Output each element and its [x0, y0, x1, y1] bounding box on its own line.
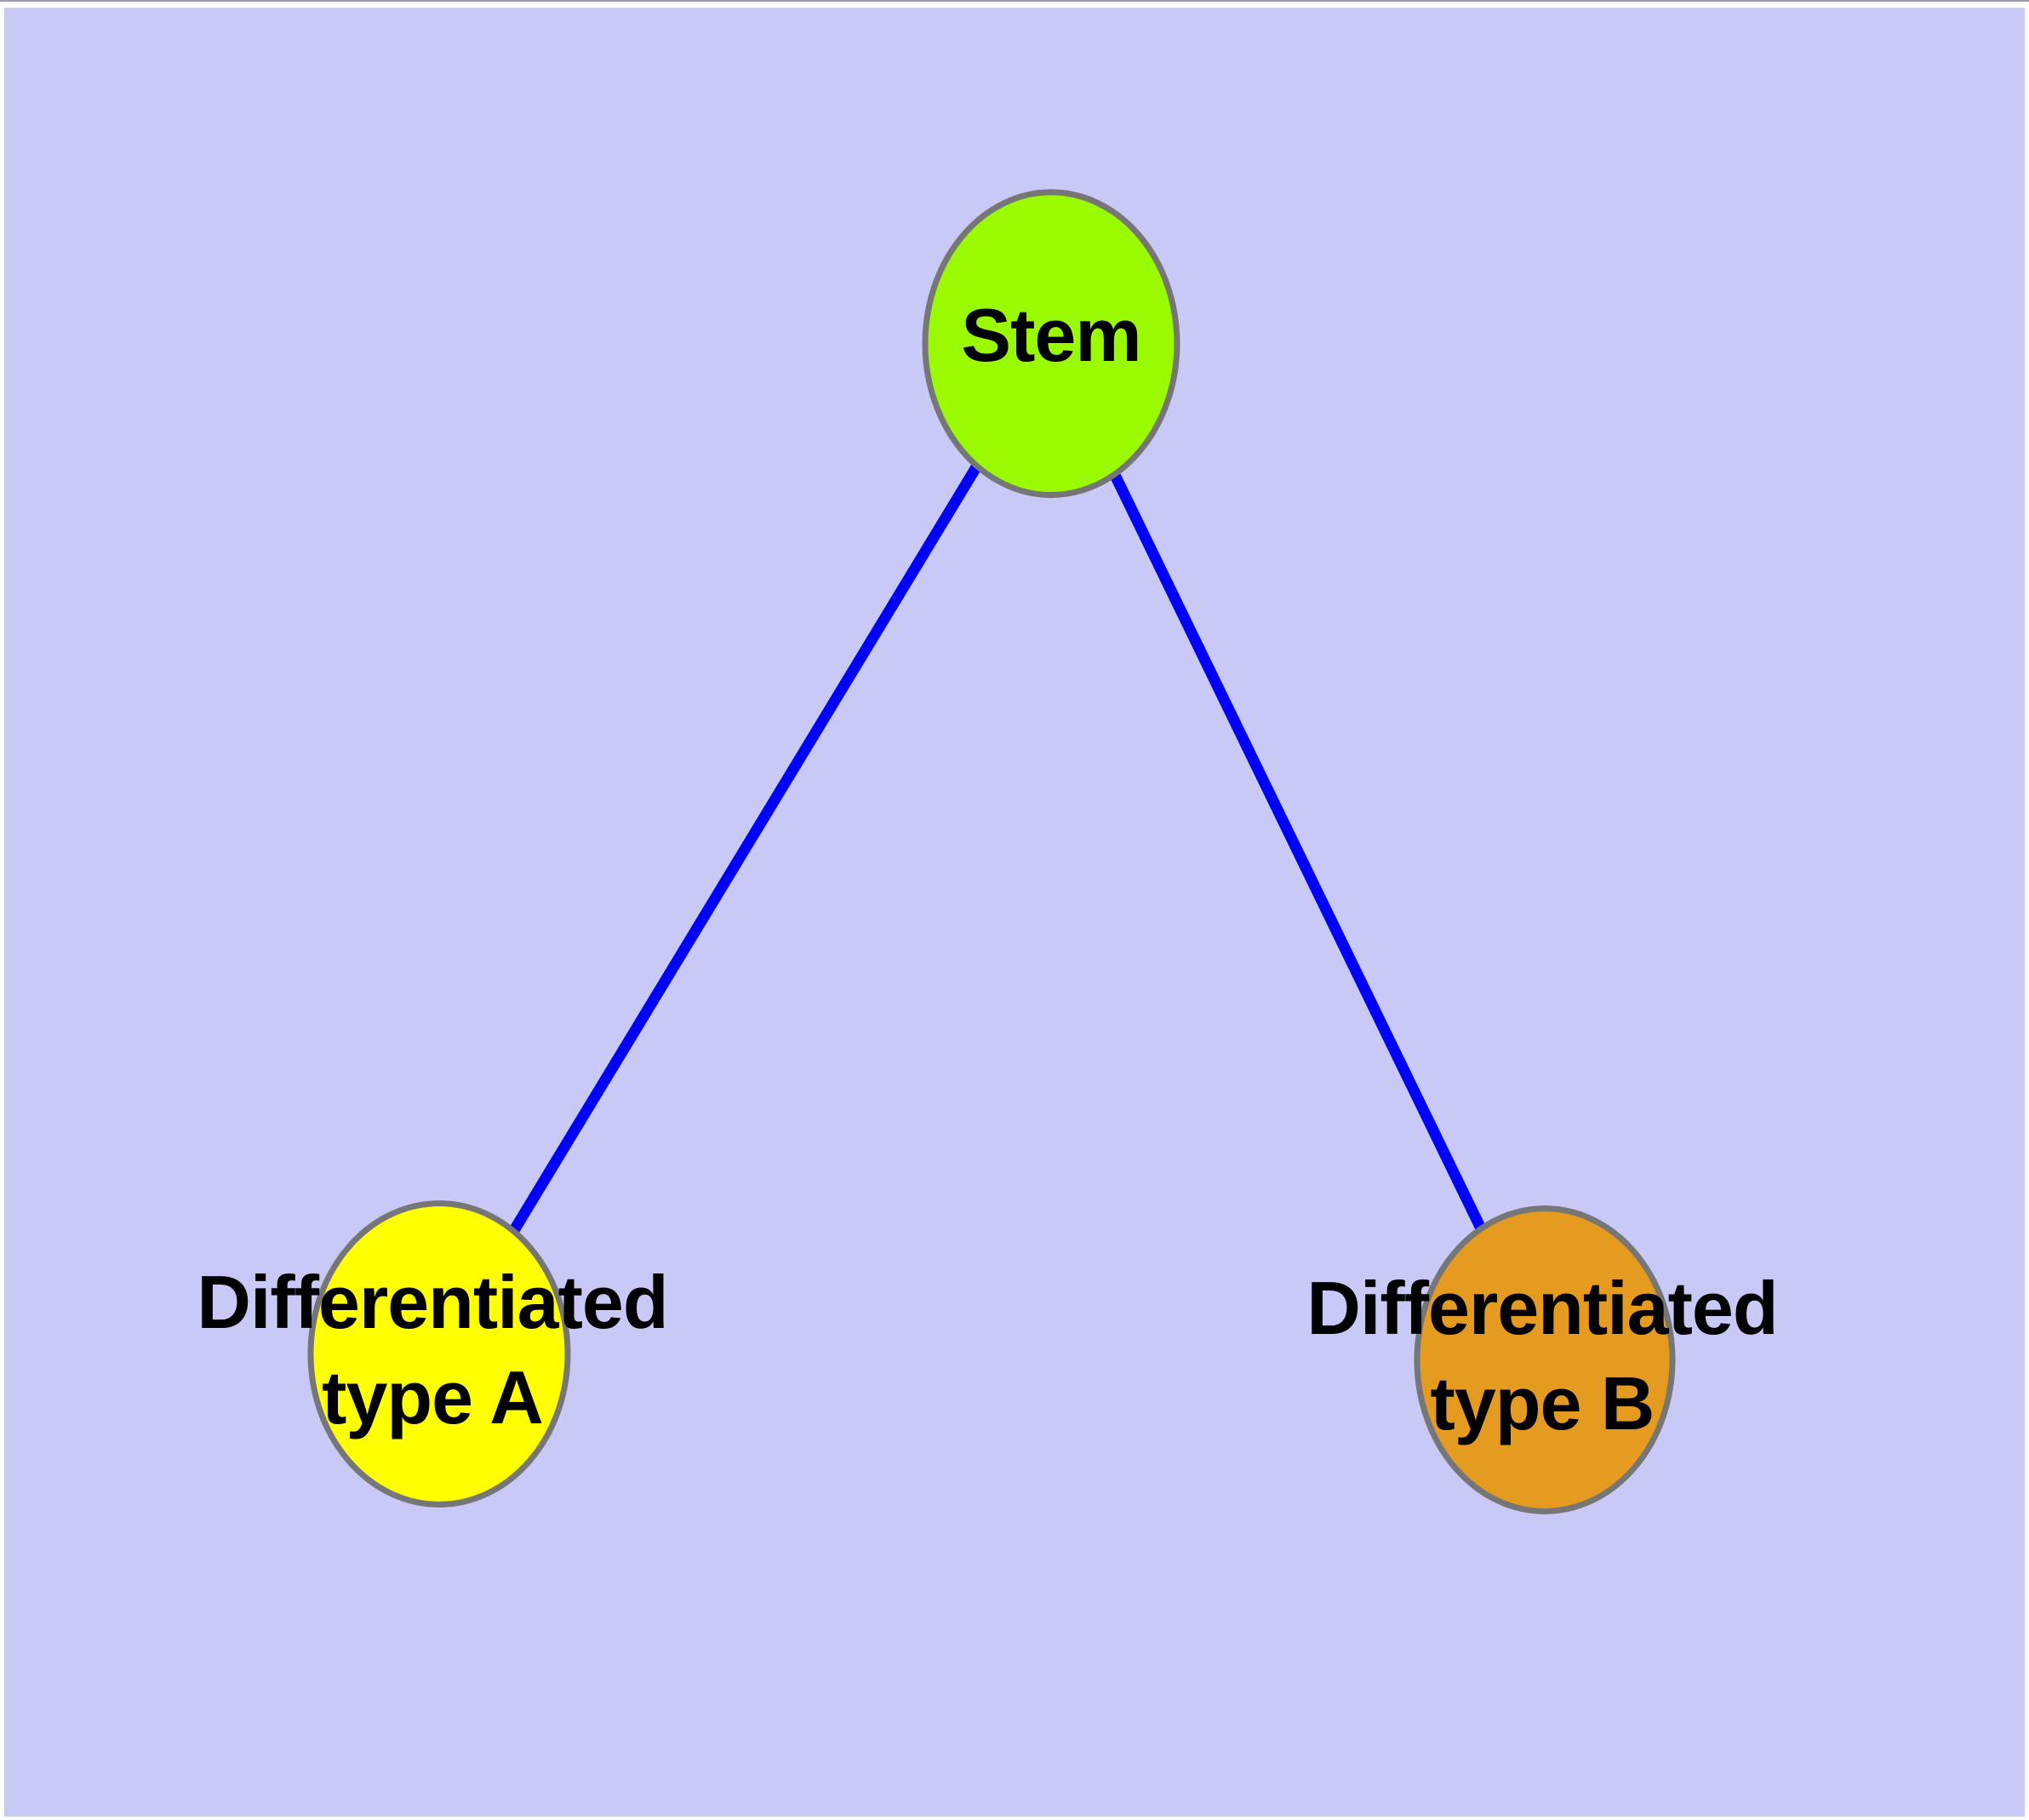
edge-stem-to-type-b [1046, 341, 1550, 1363]
differentiated-type-a-node [307, 1200, 571, 1508]
graph-svg [307, 189, 1676, 1514]
stem-node [922, 189, 1180, 498]
differentiated-type-b-node [1414, 1205, 1676, 1514]
edge-stem-to-type-a [434, 341, 1056, 1357]
diagram-canvas: Stem Differentiated type A Differentiate… [4, 8, 2025, 1817]
